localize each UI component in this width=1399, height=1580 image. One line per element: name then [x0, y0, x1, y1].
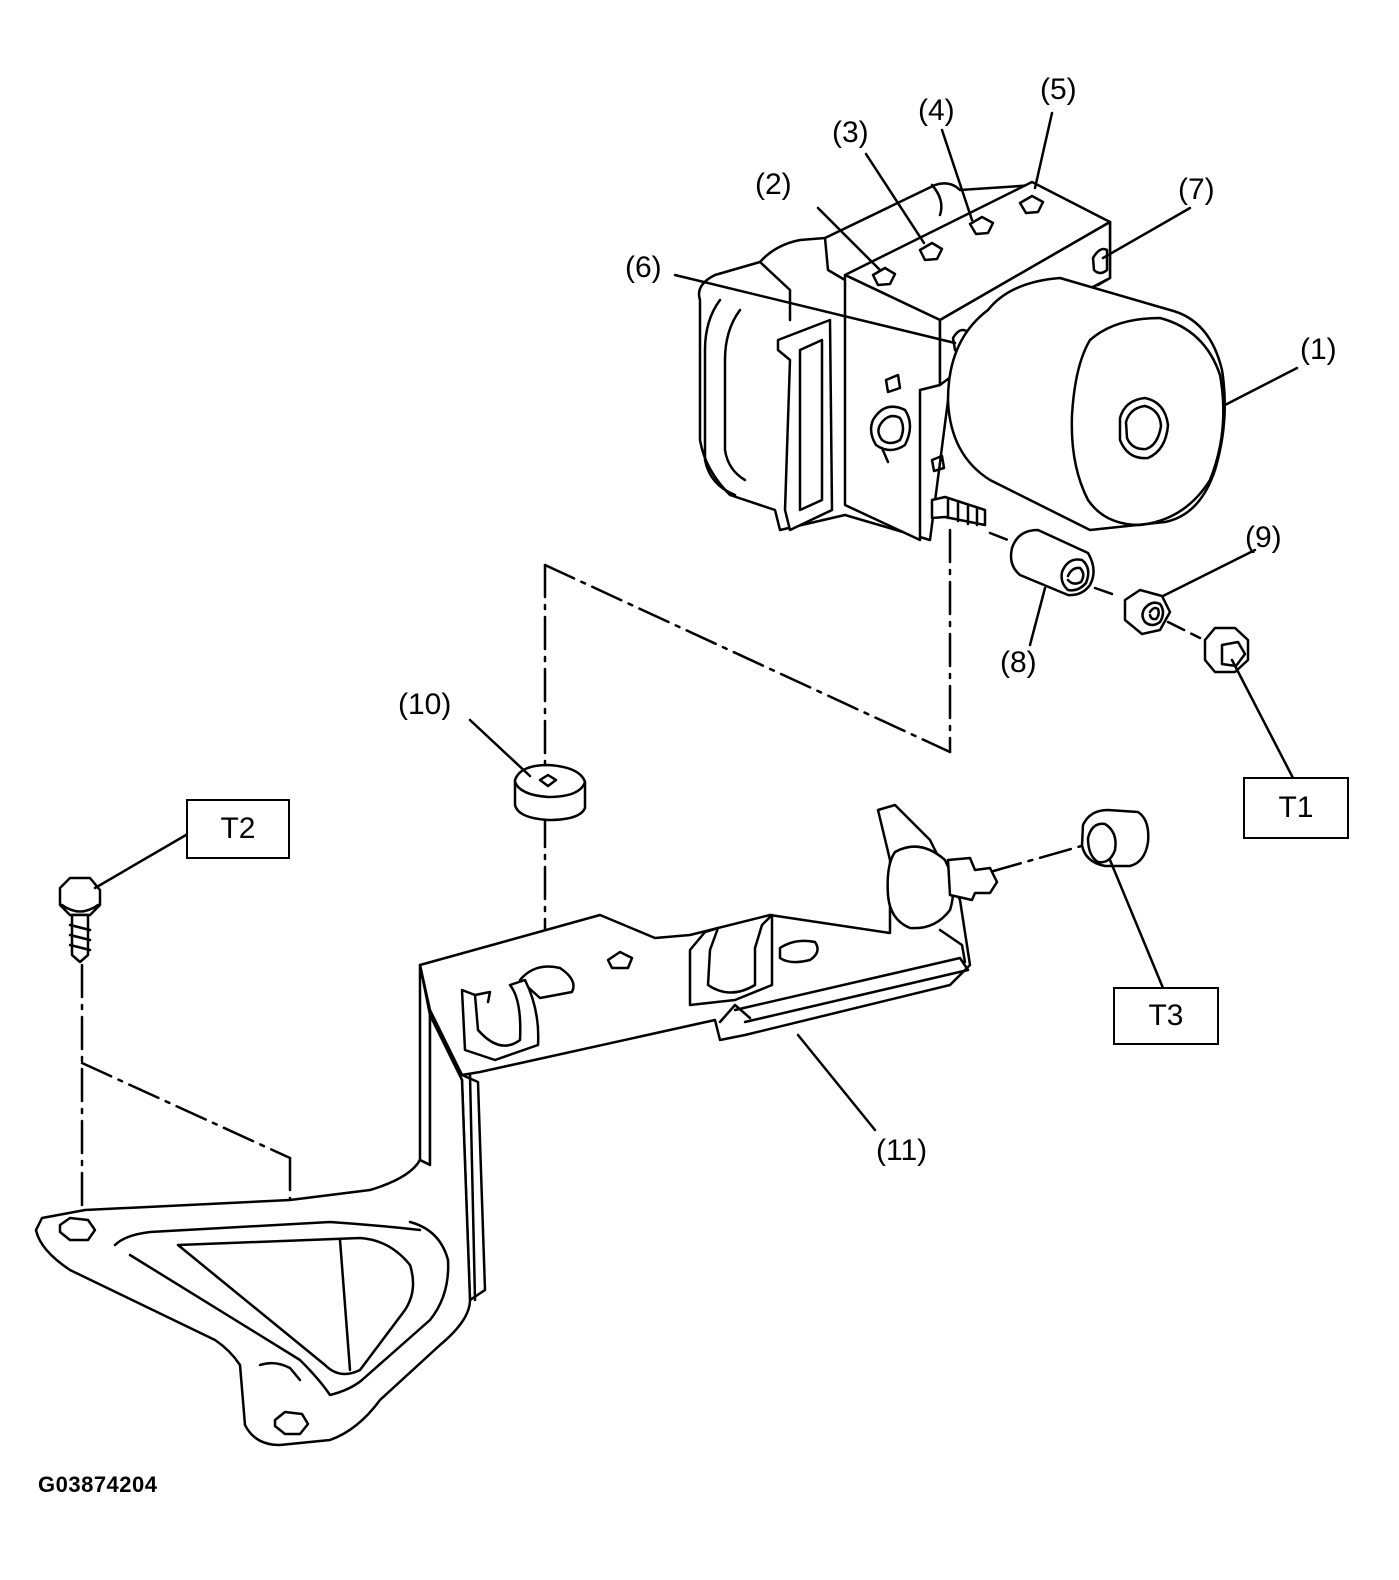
hydraulic-control-unit [673, 111, 1299, 542]
insulator-10 [468, 718, 587, 822]
callout-10: (10) [398, 688, 452, 721]
torque-label-t1: T1 [1243, 777, 1349, 839]
figure-id: G03874204 [38, 1472, 158, 1497]
callout-1: (1) [1300, 333, 1337, 366]
bolt-t2 [58, 833, 188, 964]
nut-t3 [1080, 808, 1165, 990]
callout-3: (3) [832, 116, 869, 149]
torque-label-t3: T3 [1113, 987, 1219, 1045]
callout-7: (7) [1178, 173, 1215, 206]
callout-9: (9) [1245, 521, 1282, 554]
callout-11: (11) [876, 1134, 928, 1167]
callout-2: (2) [755, 168, 792, 201]
bracket-11 [34, 803, 999, 1447]
callout-4: (4) [918, 94, 955, 127]
callout-5: (5) [1040, 73, 1077, 106]
grommet-collar-nut-group [988, 528, 1295, 780]
callout-8: (8) [1000, 646, 1037, 679]
callout-6: (6) [625, 251, 662, 284]
torque-label-t2: T2 [186, 799, 290, 859]
